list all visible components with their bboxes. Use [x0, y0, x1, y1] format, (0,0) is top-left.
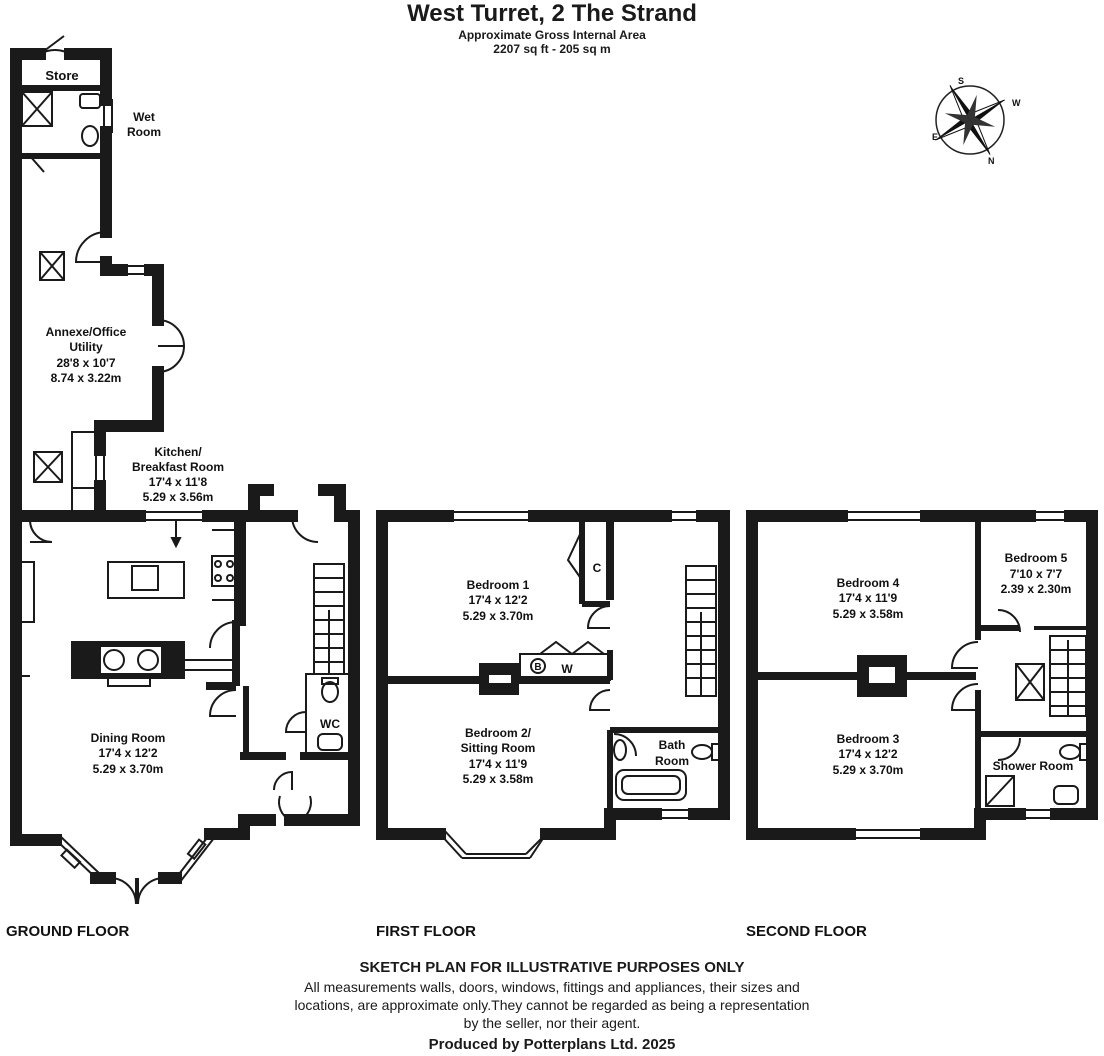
bath-label-2: Room — [655, 754, 689, 768]
bedroom5-label-3: 2.39 x 2.30m — [1001, 582, 1072, 596]
compass-letter-n: N — [988, 156, 995, 166]
dining-label-2: 17'4 x 12'2 — [98, 746, 157, 760]
wc-label: WC — [320, 717, 340, 731]
annexe-label-4: 8.74 x 3.22m — [51, 371, 122, 385]
area-label: Approximate Gross Internal Area — [458, 28, 646, 42]
bath-label-1: Bath — [659, 738, 686, 752]
compass-icon: S W E N — [932, 76, 1021, 166]
bedroom2-label-3: 17'4 x 11'9 — [469, 757, 528, 771]
kitchen-label-1: Kitchen/ — [154, 445, 202, 459]
bedroom2-label-4: 5.29 x 3.58m — [463, 772, 534, 786]
second-floor-label: SECOND FLOOR — [746, 923, 867, 940]
shower-room-label: Shower Room — [993, 759, 1074, 773]
second-floor-plan — [746, 510, 1098, 840]
second-floor-labels: Bedroom 4 17'4 x 11'9 5.29 x 3.58m Bedro… — [746, 551, 1073, 940]
plan-footer: SKETCH PLAN FOR ILLUSTRATIVE PURPOSES ON… — [0, 958, 1104, 1053]
bedroom4-label-3: 5.29 x 3.58m — [833, 607, 904, 621]
bedroom4-label-1: Bedroom 4 — [837, 576, 900, 590]
kitchen-label-3: 17'4 x 11'8 — [149, 475, 208, 489]
ground-floor-labels: Store Wet Room Annexe/Office Utility 28'… — [6, 68, 340, 940]
first-floor-label: FIRST FLOOR — [376, 923, 476, 940]
produced-by: Produced by Potterplans Ltd. 2025 — [428, 1036, 676, 1053]
boiler-label: B — [534, 662, 541, 673]
first-floor-plan — [376, 510, 730, 859]
compass-letter-e: E — [932, 132, 938, 142]
bedroom5-label-2: 7'10 x 7'7 — [1010, 567, 1063, 581]
cupboard-label: C — [593, 561, 602, 575]
annexe-label-3: 28'8 x 10'7 — [56, 356, 115, 370]
bedroom5-label-1: Bedroom 5 — [1005, 551, 1068, 565]
bedroom1-label-3: 5.29 x 3.70m — [463, 609, 534, 623]
dining-label-3: 5.29 x 3.70m — [93, 762, 164, 776]
compass-letter-s: S — [958, 76, 964, 86]
property-title: West Turret, 2 The Strand — [407, 0, 697, 27]
kitchen-label-2: Breakfast Room — [132, 460, 224, 474]
bedroom4-label-2: 17'4 x 11'9 — [839, 591, 898, 605]
dining-label-1: Dining Room — [91, 731, 166, 745]
bedroom2-label-1: Bedroom 2/ — [465, 726, 532, 740]
wet-room-label-2: Room — [127, 125, 161, 139]
bedroom2-label-2: Sitting Room — [461, 741, 536, 755]
ground-floor-plan — [10, 35, 360, 905]
bedroom3-label-2: 17'4 x 12'2 — [838, 747, 897, 761]
ground-floor-label: GROUND FLOOR — [6, 923, 129, 940]
first-floor-labels: Bedroom 1 17'4 x 12'2 5.29 x 3.70m Bedro… — [376, 561, 689, 940]
store-label: Store — [45, 68, 78, 83]
bedroom3-label-3: 5.29 x 3.70m — [833, 763, 904, 777]
annexe-label-1: Annexe/Office — [46, 325, 127, 339]
disclaimer-text: All measurements walls, doors, windows, … — [294, 979, 810, 1031]
bedroom3-label-1: Bedroom 3 — [837, 732, 900, 746]
bedroom1-label-2: 17'4 x 12'2 — [468, 593, 527, 607]
kitchen-label-4: 5.29 x 3.56m — [143, 490, 214, 504]
bedroom1-label-1: Bedroom 1 — [467, 578, 530, 592]
wardrobe-label: W — [561, 662, 573, 676]
plan-header: West Turret, 2 The Strand Approximate Gr… — [0, 0, 1104, 56]
annexe-label-2: Utility — [69, 340, 103, 354]
wet-room-label-1: Wet — [133, 110, 155, 124]
area-value: 2207 sq ft - 205 sq m — [493, 42, 611, 56]
disclaimer-title: SKETCH PLAN FOR ILLUSTRATIVE PURPOSES ON… — [359, 959, 745, 976]
compass-letter-w: W — [1012, 98, 1021, 108]
